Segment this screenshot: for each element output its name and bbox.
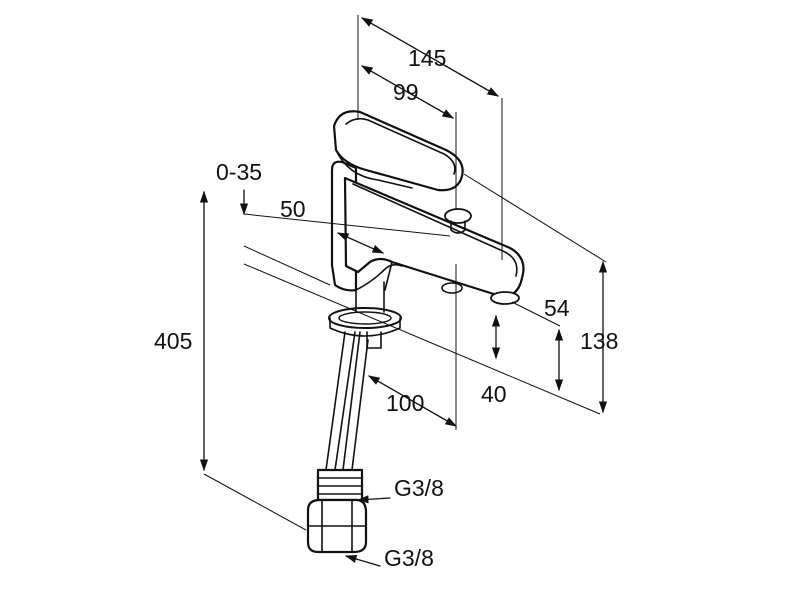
- dimension-labels: 145 99 0-35 50 405 138 54 40 100 G3/8 G3…: [154, 45, 618, 571]
- dim-spout-height: 54: [544, 295, 570, 321]
- dim-width-total: 145: [408, 45, 446, 71]
- dim-width-spout: 99: [393, 79, 419, 105]
- dim-pull-rod-range: 0-35: [216, 159, 262, 185]
- dimension-lines: [199, 15, 608, 567]
- connection-lower-label: G3/8: [384, 545, 434, 571]
- pull-rod-knob-icon: [444, 208, 472, 234]
- faucet-body: [306, 110, 525, 554]
- dim-total-height: 405: [154, 328, 192, 354]
- dim-spout-offset: 50: [280, 196, 306, 222]
- dim-tap-height: 138: [580, 328, 618, 354]
- connection-upper-label: G3/8: [394, 475, 444, 501]
- dim-base-depth: 100: [386, 390, 424, 416]
- dim-rod-height: 40: [481, 381, 507, 407]
